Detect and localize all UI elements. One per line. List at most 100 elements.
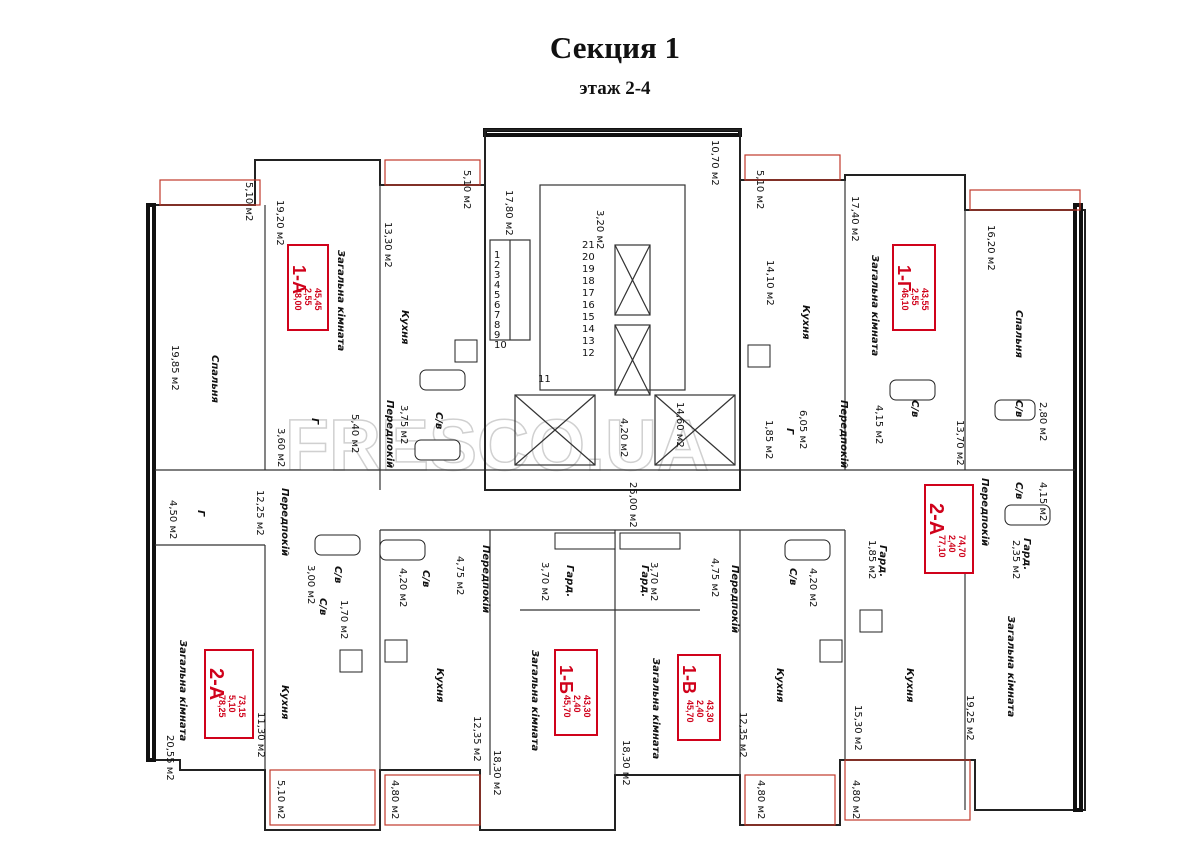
room-name: С/в	[420, 570, 431, 587]
room-name: Г	[784, 428, 795, 435]
room-name: Спальня	[1013, 310, 1024, 359]
stair-number: 19	[582, 264, 595, 275]
bathtub-icon	[994, 399, 1036, 421]
room-names: Спальня Загальна кімната Кухня Передпокі…	[177, 250, 1032, 759]
common-area-values: 17,80 м2 10,70 м2 3,20 м2 4,20 м2 14,60 …	[503, 140, 720, 528]
room-area: 15,30 м2	[852, 705, 863, 751]
watermark: FRESCO.UA	[285, 406, 709, 486]
room-area: 20,55 м2	[164, 735, 175, 781]
page-title: Секция 1	[549, 30, 681, 65]
stair-number: 20	[582, 252, 595, 263]
apartment-value: 74,70	[957, 535, 967, 558]
wall-west	[146, 203, 156, 762]
common-area: 10,70 м2	[709, 140, 720, 186]
room-areas: 19,85 м2 19,20 м2 13,30 м2 5,40 м2 3,60 …	[164, 196, 1048, 796]
room-area: 18,30 м2	[491, 750, 502, 796]
room-area: 3,60 м2	[275, 428, 286, 467]
room-area: 4,20 м2	[397, 568, 408, 607]
room-name: Кухня	[904, 668, 915, 703]
room-area: 13,70 м2	[954, 420, 965, 466]
stair-landing-number: 11	[538, 374, 551, 385]
room-area: 17,40 м2	[849, 196, 860, 242]
bathtub-icon	[889, 379, 936, 401]
room-name: Кухня	[279, 685, 290, 720]
stair-numbers: 1 2 3 4 5 6 7 8 9 10 21 20 19 18 17 16 1…	[494, 240, 595, 385]
wardrobe-icon	[619, 532, 681, 550]
apartment-value: 2,55	[303, 288, 313, 306]
balcony-area: 5,10 м2	[461, 170, 472, 209]
apartment-value: 43,55	[920, 288, 930, 311]
common-area: 3,20 м2	[594, 210, 605, 249]
room-area: 4,20 м2	[807, 568, 818, 607]
room-area: 1,85 м2	[866, 540, 877, 579]
room-area: 3,70 м2	[648, 562, 659, 601]
kitchen-sink-icon	[859, 609, 883, 633]
room-name: Передпокій	[279, 488, 290, 556]
apartment-value: 43,30	[582, 695, 592, 718]
common-area: 14,60 м2	[674, 402, 685, 448]
apartment-id: 1-А	[289, 265, 309, 294]
room-area: 12,25 м2	[254, 490, 265, 536]
apartment-value: 78,25	[217, 695, 227, 718]
stair-number: 1	[494, 250, 500, 261]
room-area: 12,35 м2	[737, 712, 748, 758]
apartment-value: 45,70	[562, 695, 572, 718]
bathtub-icon	[314, 534, 361, 556]
common-area: 25,00 м2	[627, 482, 638, 528]
bathtub-icon	[414, 439, 461, 461]
room-area: 2,35 м2	[1010, 540, 1021, 579]
common-area: 17,80 м2	[503, 190, 514, 236]
room-area: 19,20 м2	[274, 200, 285, 246]
room-area: 3,00 м2	[305, 565, 316, 604]
balconies	[159, 154, 1081, 826]
room-name: Передпокій	[384, 400, 395, 468]
room-area: 4,15 м2	[873, 405, 884, 444]
room-name: Загальна кімната	[650, 658, 661, 759]
room-area: 11,30 м2	[255, 712, 266, 758]
stair-number: 4	[494, 280, 500, 291]
stair-number: 8	[494, 320, 500, 331]
stair-number: 10	[494, 340, 507, 351]
apartment-value: 73,15	[237, 695, 247, 718]
room-name: Кухня	[399, 310, 410, 345]
apartment-id: 1-Г	[894, 265, 914, 291]
stair-number: 21	[582, 240, 595, 251]
room-name: Передпокій	[729, 565, 740, 633]
room-name: С/в	[1013, 400, 1024, 417]
room-name: Гард.	[877, 545, 888, 577]
room-area: 19,85 м2	[169, 345, 180, 391]
stair-number: 18	[582, 276, 595, 287]
kitchen-sink-icon	[339, 649, 363, 673]
room-area: 4,75 м2	[709, 558, 720, 597]
common-area: 4,20 м2	[618, 418, 629, 457]
room-area: 4,75 м2	[454, 556, 465, 595]
balcony-area: 4,80 м2	[389, 780, 400, 819]
apartment-value: 43,30	[705, 700, 715, 723]
room-name: Загальна кімната	[335, 250, 346, 351]
room-area: 5,40 м2	[349, 414, 360, 453]
apartment-id: 2-А	[205, 668, 227, 700]
stair-number: 13	[582, 336, 595, 347]
room-name: Передпокій	[480, 545, 491, 613]
room-name: Передпокій	[838, 400, 849, 468]
room-area: 1,85 м2	[763, 420, 774, 459]
apartment-tag-2A-right: 2-А 74,70 2,40 77,10	[924, 484, 974, 574]
room-name: С/в	[1013, 482, 1024, 499]
balcony-area: 5,10 м2	[275, 780, 286, 819]
floor-subtitle: этаж 2-4	[579, 78, 651, 99]
room-area: 3,75 м2	[398, 405, 409, 444]
bathtub-icon	[379, 539, 426, 561]
balcony-area: 4,80 м2	[850, 780, 861, 819]
room-name: Передпокій	[979, 478, 990, 546]
wardrobe-icon	[554, 532, 616, 550]
stair-number: 7	[494, 310, 500, 321]
apartment-tag-1B: 1-Б 43,30 2,40 45,70	[554, 649, 598, 736]
room-area: 13,30 м2	[382, 222, 393, 268]
kitchen-sink-icon	[384, 639, 408, 663]
stair-number: 9	[494, 330, 500, 341]
stair-number: 6	[494, 300, 500, 311]
room-area: 14,10 м2	[764, 260, 775, 306]
room-name: С/в	[787, 568, 798, 585]
bathtub-icon	[1004, 504, 1051, 526]
